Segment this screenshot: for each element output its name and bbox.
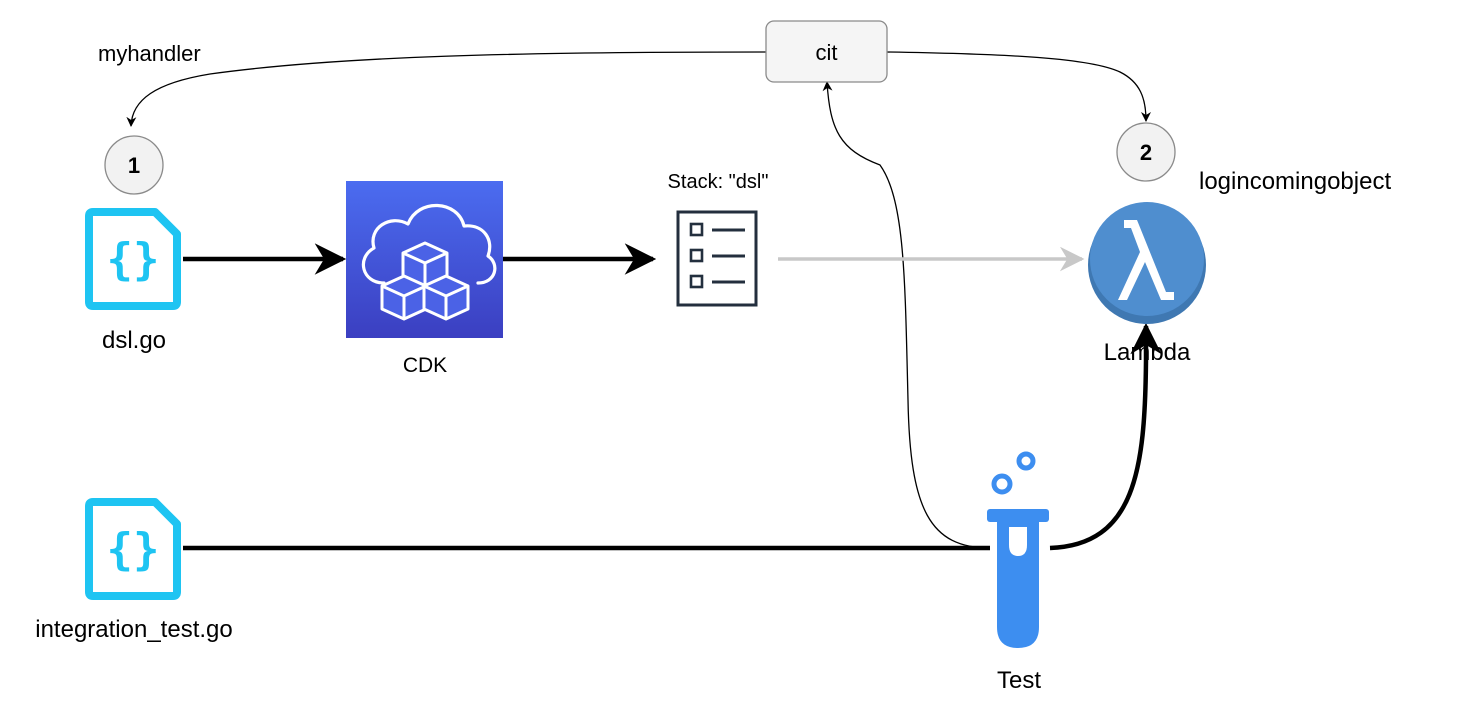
json-file-icon[interactable]: {} <box>85 208 181 310</box>
cdk-label: CDK <box>403 354 447 377</box>
connector-cit-to-handler <box>126 51 767 127</box>
arrow-test-to-lambda <box>1049 322 1162 551</box>
test-file-label: integration_test.go <box>35 616 232 643</box>
step-badge-1: 1 <box>104 135 164 195</box>
json-file-icon[interactable]: {} <box>85 498 181 600</box>
lambda-label: Lambda <box>1104 339 1191 366</box>
step-badge-2: 2 <box>1116 122 1176 182</box>
svg-text:{}: {} <box>107 234 160 285</box>
stack-label: Stack: "dsl" <box>668 171 769 193</box>
lambda-icon[interactable] <box>1088 202 1206 324</box>
cit-label: cit <box>816 40 838 65</box>
step-badge-2-label: 2 <box>1140 140 1152 165</box>
cdk-cloud-cubes-icon[interactable] <box>346 181 503 338</box>
step-badge-1-label: 1 <box>128 153 140 178</box>
log-object-label: logincomingobject <box>1199 168 1391 195</box>
checklist-icon[interactable] <box>676 210 758 307</box>
connector-cit-to-lambda <box>886 51 1151 122</box>
dsl-file-label: dsl.go <box>102 327 166 354</box>
test-label: Test <box>997 667 1041 694</box>
cit-node[interactable]: cit <box>765 20 888 83</box>
handler-label: myhandler <box>98 41 201 66</box>
svg-text:{}: {} <box>107 524 160 575</box>
connector-test-to-cit <box>822 81 991 549</box>
test-tube-icon[interactable] <box>987 451 1049 648</box>
